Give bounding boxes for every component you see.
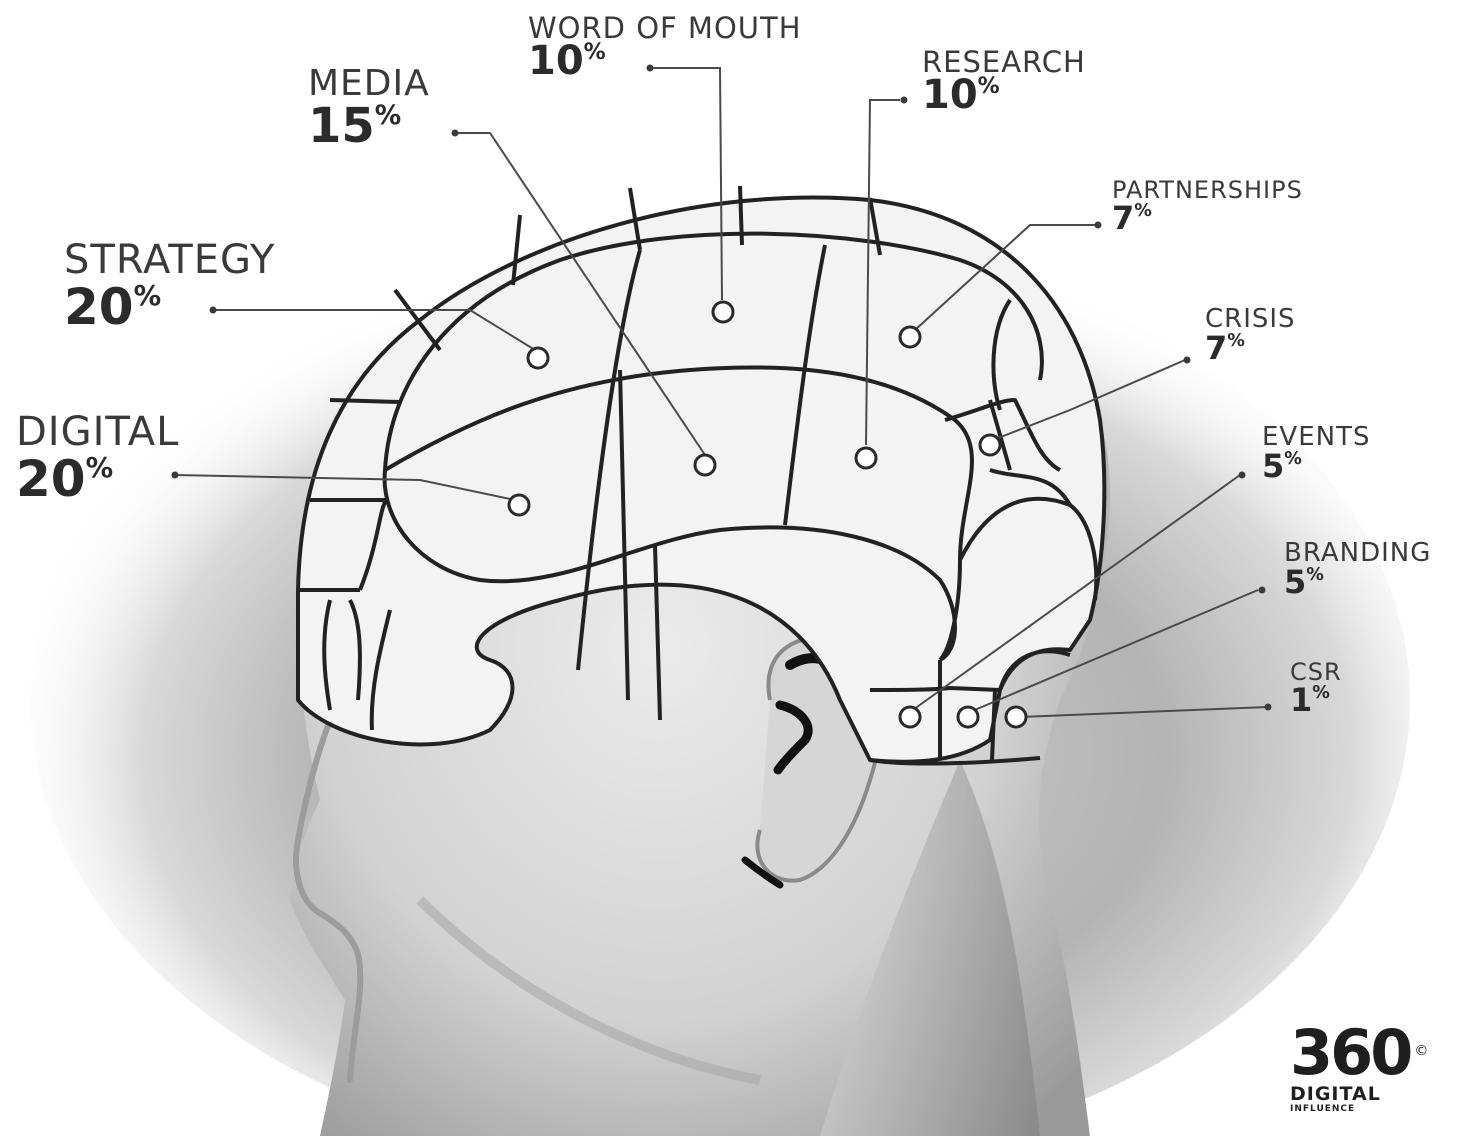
label-events: EVENTS 5%: [1262, 424, 1370, 482]
node-events: [900, 707, 920, 727]
label-branding: BRANDING 5%: [1284, 540, 1431, 598]
logo-360: 360©: [1290, 1022, 1420, 1084]
brand-logo: 360© DIGITAL INFLUENCE: [1290, 1022, 1420, 1114]
node-strategy: [528, 348, 548, 368]
label-value: 10%: [528, 41, 802, 81]
label-name: PARTNERSHIPS: [1112, 178, 1303, 202]
label-value: 10%: [922, 75, 1086, 115]
logo-copyright-mark: ©: [1414, 1043, 1425, 1059]
label-crisis: CRISIS 7%: [1205, 306, 1296, 364]
label-name: MEDIA: [308, 66, 430, 102]
label-value: 7%: [1205, 332, 1296, 364]
node-digital: [509, 495, 529, 515]
label-name: DIGITAL: [16, 412, 179, 452]
label-value: 20%: [64, 282, 275, 332]
label-value: 15%: [308, 102, 430, 150]
node-crisis: [980, 435, 1000, 455]
node-research: [856, 448, 876, 468]
label-value: 20%: [16, 454, 179, 504]
node-word-of-mouth: [713, 302, 733, 322]
label-digital: DIGITAL 20%: [16, 412, 179, 504]
node-branding: [958, 707, 978, 727]
label-research: RESEARCH 10%: [922, 48, 1086, 115]
logo-influence: INFLUENCE: [1290, 1104, 1420, 1114]
label-value: 7%: [1112, 202, 1303, 234]
label-csr: CSR 1%: [1290, 660, 1342, 716]
label-partnerships: PARTNERSHIPS 7%: [1112, 178, 1303, 234]
node-csr: [1006, 707, 1026, 727]
label-media: MEDIA 15%: [308, 66, 430, 150]
label-strategy: STRATEGY 20%: [64, 240, 275, 332]
node-media: [695, 455, 715, 475]
label-name: STRATEGY: [64, 240, 275, 280]
label-word-of-mouth: WORD OF MOUTH 10%: [528, 14, 802, 81]
label-value: 5%: [1262, 450, 1370, 482]
label-value: 1%: [1290, 684, 1342, 716]
node-partnerships: [900, 327, 920, 347]
label-value: 5%: [1284, 566, 1431, 598]
